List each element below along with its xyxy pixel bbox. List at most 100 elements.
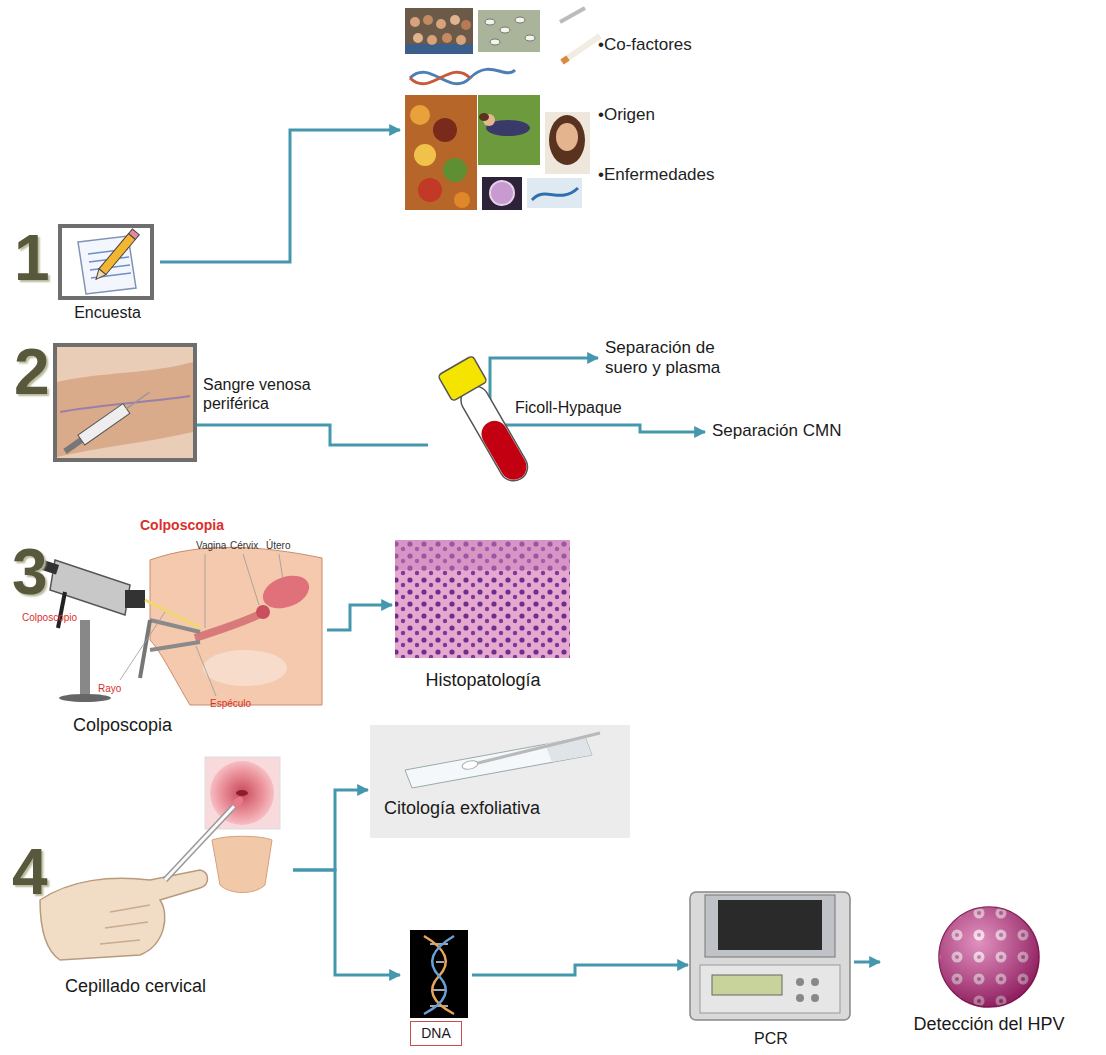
- dna-image: [424, 936, 454, 1014]
- blood-draw-photo: [55, 345, 195, 460]
- risk-factor-collage: [500, 27, 510, 33]
- risk-factor-collage: [410, 72, 470, 84]
- cervical-brush-illustration: [212, 836, 272, 892]
- cervical-brush-illustration: [40, 757, 280, 960]
- cervical-brush-illustration: [236, 790, 248, 796]
- survey-icon: [99, 234, 135, 275]
- blood-draw-photo: [55, 345, 195, 460]
- risk-factor-collage: [405, 44, 473, 54]
- cytology-image: [405, 737, 592, 788]
- part-label: Rayo: [98, 683, 121, 695]
- dna-image: DNA: [400, 924, 472, 1048]
- risk-factor-collage: [410, 105, 430, 125]
- blood-draw-photo: [78, 404, 130, 445]
- step-number: 4: [12, 840, 48, 904]
- blood-draw-photo: [62, 388, 153, 457]
- risk-factor-collage: [478, 95, 540, 165]
- colposcopy-illustration: [150, 547, 322, 705]
- risk-factor-collage: [405, 8, 600, 210]
- result-label: Separación de suero y plasma: [605, 338, 745, 379]
- hpv-virus: [939, 907, 1039, 1007]
- risk-factor-collage: [490, 39, 500, 45]
- risk-factor-collage: [414, 144, 436, 166]
- step-number: 1: [14, 226, 50, 290]
- survey-icon: [93, 269, 106, 282]
- histology-image: [395, 540, 570, 658]
- risk-factor-collage: [418, 178, 442, 202]
- node-caption: Detección del HPV: [913, 1014, 1064, 1036]
- cytology-image: Citología exfoliativa: [368, 723, 632, 840]
- cytology-image: [470, 733, 600, 765]
- flow-arrow: [293, 790, 368, 870]
- colposcopy-illustration: [125, 590, 145, 608]
- risk-factor-collage: [485, 19, 495, 25]
- colposcopy-illustration: [120, 554, 283, 696]
- colposcopy-illustration: [80, 620, 90, 698]
- blood-draw-photo: [63, 438, 83, 454]
- risk-factor-collage: [556, 123, 578, 151]
- colposcopy-illustration: [203, 650, 287, 686]
- risk-factor-collage: [410, 17, 420, 27]
- cervical-brush-illustration: [165, 802, 238, 880]
- survey-box: Encuesta: [55, 222, 160, 322]
- dna-image: [424, 936, 454, 1014]
- risk-factor-collage: [562, 58, 568, 62]
- risk-factor-collage: [413, 33, 423, 43]
- survey-icon: [93, 229, 140, 282]
- factor-item: •Enfermedades: [598, 165, 715, 185]
- pcr-machine: [718, 900, 822, 950]
- result-label: Separación CMN: [712, 421, 841, 441]
- risk-factor-collage: [527, 178, 582, 208]
- dna-image: [410, 930, 468, 1018]
- cytology-image: [461, 759, 478, 771]
- pcr-machine: [796, 994, 804, 1002]
- risk-factor-collage: [532, 188, 578, 200]
- colposcopy-illustration: [140, 620, 150, 678]
- blood-draw-photo: [126, 392, 149, 408]
- pcr-machine: [705, 895, 835, 957]
- node-caption: Histopatología: [425, 670, 540, 692]
- colposcopy-illustration: [39, 547, 322, 705]
- blood-flow-line: [197, 425, 428, 445]
- blood-tube: [438, 355, 538, 488]
- pcr-machine: PCR: [688, 888, 854, 1050]
- colposcopy-illustration: [256, 605, 270, 619]
- pcr-machine: [811, 994, 819, 1002]
- histology-image: Histopatología: [392, 536, 574, 694]
- risk-factor-collage: [433, 118, 457, 142]
- cytology-image: [370, 725, 630, 838]
- risk-factor-collage: [423, 15, 433, 25]
- risk-factor-collage: [436, 19, 446, 29]
- risk-factor-collage: [442, 33, 452, 43]
- flow-arrow: [327, 605, 392, 630]
- risk-factor-collage: [549, 115, 585, 165]
- risk-factor-collage: [479, 113, 489, 121]
- risk-factor-collage: [405, 95, 477, 210]
- colposcopy-illustration: [150, 620, 200, 650]
- risk-factor-collage: [443, 158, 467, 182]
- survey-icon: [60, 226, 152, 298]
- risk-factor-collage: [525, 35, 535, 41]
- histology-image: [395, 540, 570, 570]
- hpv-detection: Detección del HPV: [880, 900, 1098, 1038]
- risk-factor-collage: [515, 17, 525, 23]
- factor-item: •Co-factores: [598, 35, 692, 55]
- risk-factor-collage: [427, 35, 437, 45]
- cervical-brush-illustration: [40, 870, 208, 960]
- pcr-machine: [700, 965, 840, 1013]
- risk-factor-collage: [560, 8, 585, 22]
- blood-tube: [438, 355, 488, 401]
- risk-factor-collage: [490, 181, 514, 205]
- cytology-image: [370, 725, 630, 838]
- blood-tube: [456, 381, 533, 486]
- colposcopy-illustration: [59, 694, 111, 702]
- hpv-virus: [939, 907, 1039, 1007]
- cervical-brush-illustration: Cepillado cervical: [35, 752, 293, 1000]
- flow-arrow: [472, 965, 688, 975]
- cervical-brush-illustration: [100, 905, 150, 944]
- risk-factor-collage: [562, 36, 600, 62]
- risk-factor-collage: [405, 8, 473, 54]
- risk-factor-collage: [450, 15, 460, 25]
- node-caption: PCR: [754, 1029, 788, 1048]
